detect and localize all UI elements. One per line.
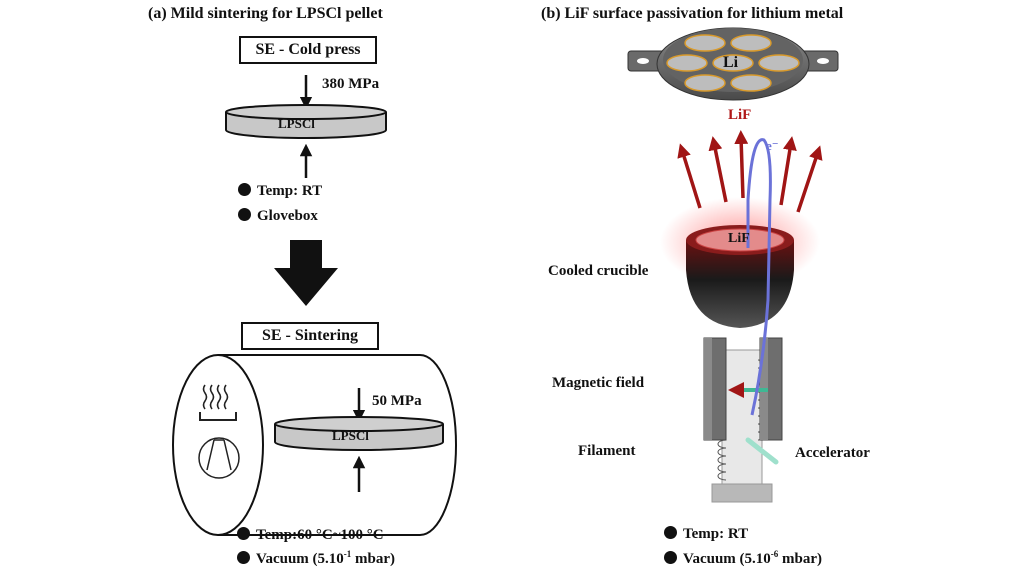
evaporation-condition-temp: Temp: RT [664,526,748,543]
li-label: Li [723,54,739,71]
lif-vapor-arrows [677,130,823,213]
bullet-icon [238,183,251,196]
cooled-crucible [660,197,820,328]
sintering-condition-temp: Temp:60 °C~100 °C [237,527,384,544]
bullet-icon [237,527,250,540]
cold-press-pressure: 380 MPa [322,76,380,92]
pellet-label-1: LPSCl [278,116,315,131]
lif-vapor-label: LiF [728,107,752,123]
panel-b-title: (b) LiF surface passivation for lithium … [541,5,844,22]
bullet-icon [238,208,251,221]
filament-label: Filament [578,443,636,459]
heater-icon [199,384,237,421]
magnetic-field-label: Magnetic field [552,375,645,391]
accelerator-label: Accelerator [795,445,870,461]
pellet-label-2: LPSCl [332,428,369,443]
lpscl-pellet-2 [274,416,444,451]
sintering-pressure: 50 MPa [372,393,422,409]
process-arrow [274,240,338,306]
accelerator-arrow [745,437,779,465]
pump-icon [198,437,240,479]
bullet-icon [664,526,677,539]
bullet-icon [237,551,250,564]
sintering-chamber [172,354,457,536]
electron-label: e⁻ [766,138,779,153]
li-discs [666,34,800,92]
lpscl-pellet-1 [225,104,387,139]
sintering-label: SE - Sintering [241,322,379,350]
sintering-condition-vacuum: Vacuum (5.10-1 mbar) [237,550,395,568]
cold-press-label: SE - Cold press [239,36,377,64]
cold-press-condition-temp: Temp: RT [238,183,322,200]
crucible-label: Cooled crucible [548,263,649,279]
bullet-icon [664,551,677,564]
crucible-content-label: LiF [728,231,750,246]
panel-a-title: (a) Mild sintering for LPSCl pellet [148,5,383,22]
cold-press-condition-glovebox: Glovebox [238,208,318,225]
electron-beam [746,138,772,416]
evaporation-condition-vacuum: Vacuum (5.10-6 mbar) [664,550,822,568]
electron-gun [703,337,783,503]
